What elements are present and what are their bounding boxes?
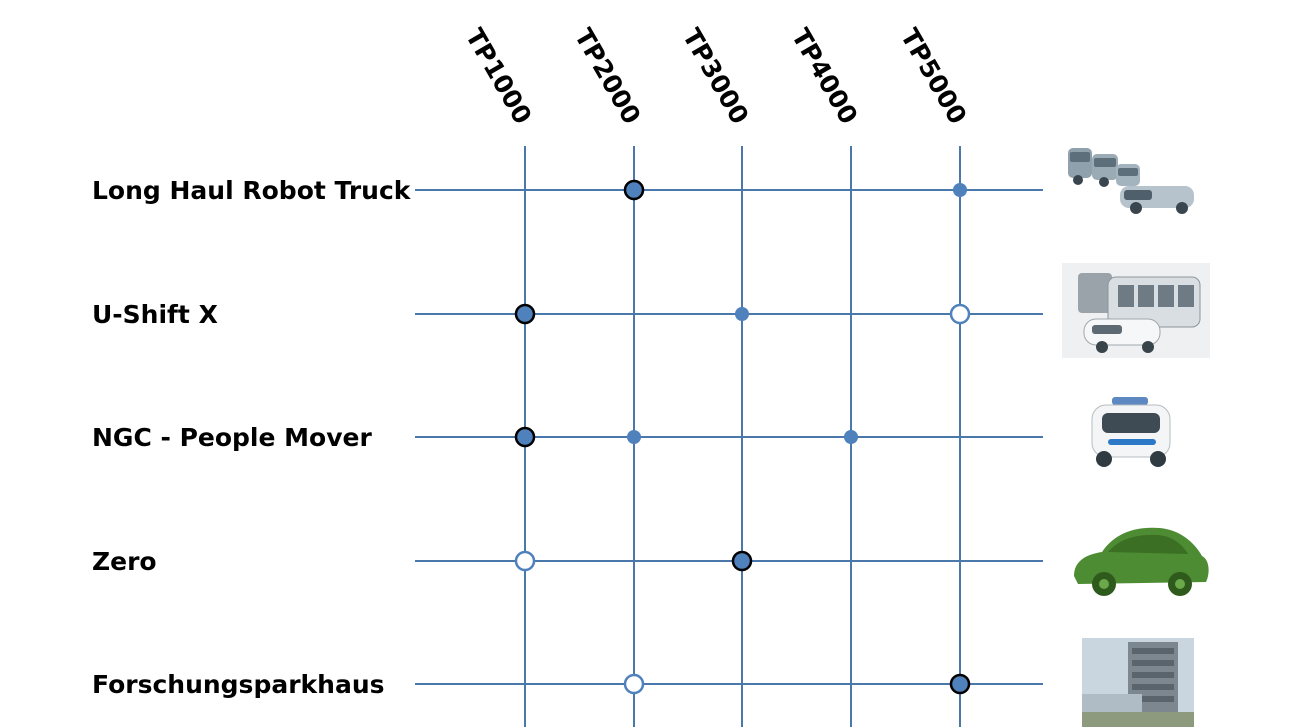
column-label-tp5000: TP5000 [895, 24, 973, 129]
column-label-tp2000: TP2000 [569, 24, 647, 129]
row-label-5: Forschungsparkhaus [92, 670, 385, 699]
marker-open [623, 673, 645, 695]
column-label-tp3000: TP3000 [677, 24, 755, 129]
column-label-tp4000: TP4000 [786, 24, 864, 129]
marker-minor [627, 430, 641, 444]
row-label-4: Zero [92, 547, 157, 576]
row-label-3: NGC - People Mover [92, 423, 372, 452]
markers [514, 179, 971, 695]
marker-open [949, 303, 971, 325]
grid-lines [415, 146, 1043, 727]
green-car-image [1068, 520, 1213, 602]
row-label-2: U-Shift X [92, 300, 218, 329]
robot-truck-image [1060, 140, 1200, 220]
column-labels: TP1000 TP2000 TP3000 TP4000 TP5000 [460, 24, 973, 129]
marker-minor [953, 183, 967, 197]
marker-major [731, 550, 753, 572]
marker-major [949, 673, 971, 695]
marker-major [514, 303, 536, 325]
row-label-1: Long Haul Robot Truck [92, 176, 412, 205]
people-mover-image [1082, 393, 1177, 471]
marker-open [514, 550, 536, 572]
marker-major [623, 179, 645, 201]
marker-minor [844, 430, 858, 444]
parking-building-image [1082, 638, 1194, 727]
u-shift-vehicle-image [1062, 263, 1210, 358]
marker-minor [735, 307, 749, 321]
column-label-tp1000: TP1000 [460, 24, 538, 129]
marker-major [514, 426, 536, 448]
